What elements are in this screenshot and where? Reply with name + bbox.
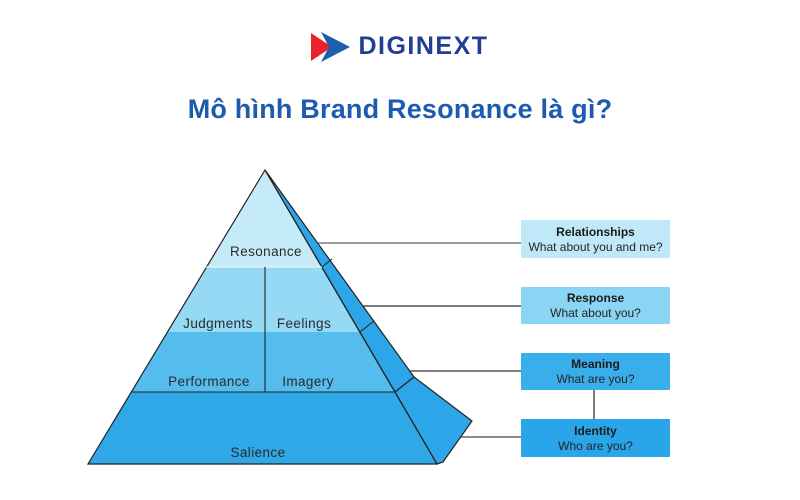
logo-red-triangle: [311, 33, 333, 61]
resonance-label: Resonance: [230, 244, 302, 259]
side-face-divider-2: [359, 320, 375, 333]
relationships-box-subtitle: What about you and me?: [528, 239, 663, 254]
logo-play-arrows-icon: [311, 32, 351, 62]
meaning-box-subtitle: What are you?: [556, 372, 635, 386]
logo: DIGINEXT: [0, 31, 800, 63]
response-box-subtitle: What about you?: [550, 306, 641, 320]
page-title: Mô hình Brand Resonance là gì?: [187, 94, 613, 124]
response-box-title: Response: [566, 291, 625, 305]
meaning-box-title: Meaning: [571, 357, 620, 371]
identity-box-title: Identity: [574, 423, 617, 438]
pyramid-side-face-lower: [394, 376, 473, 465]
pyramid-level-salience: [88, 392, 437, 464]
relationships-box-title: Relationships: [556, 224, 635, 239]
judgments-label: Judgments: [183, 316, 253, 331]
identity-box-subtitle: Who are you?: [558, 438, 633, 453]
identity-box: Identity Who are you?: [521, 419, 670, 457]
response-box: Response What about you?: [521, 287, 670, 324]
pyramid-front-outline: [86, 168, 439, 465]
salience-label: Salience: [231, 445, 286, 460]
logo-text: DIGINEXT: [358, 31, 489, 60]
pyramid-level-resonance: [206, 170, 322, 267]
imagery-label: Imagery: [282, 374, 334, 389]
performance-label: Performance: [168, 374, 250, 389]
side-face-divider-1: [321, 258, 333, 268]
meaning-box: Meaning What are you?: [521, 353, 670, 390]
logo-blue-chevron: [321, 32, 351, 62]
pyramid-level-performance-imagery: [130, 332, 396, 392]
feelings-label: Feelings: [277, 316, 331, 331]
pyramid-level-judgments-feelings: [167, 267, 361, 332]
relationships-box: Relationships What about you and me?: [521, 220, 670, 258]
